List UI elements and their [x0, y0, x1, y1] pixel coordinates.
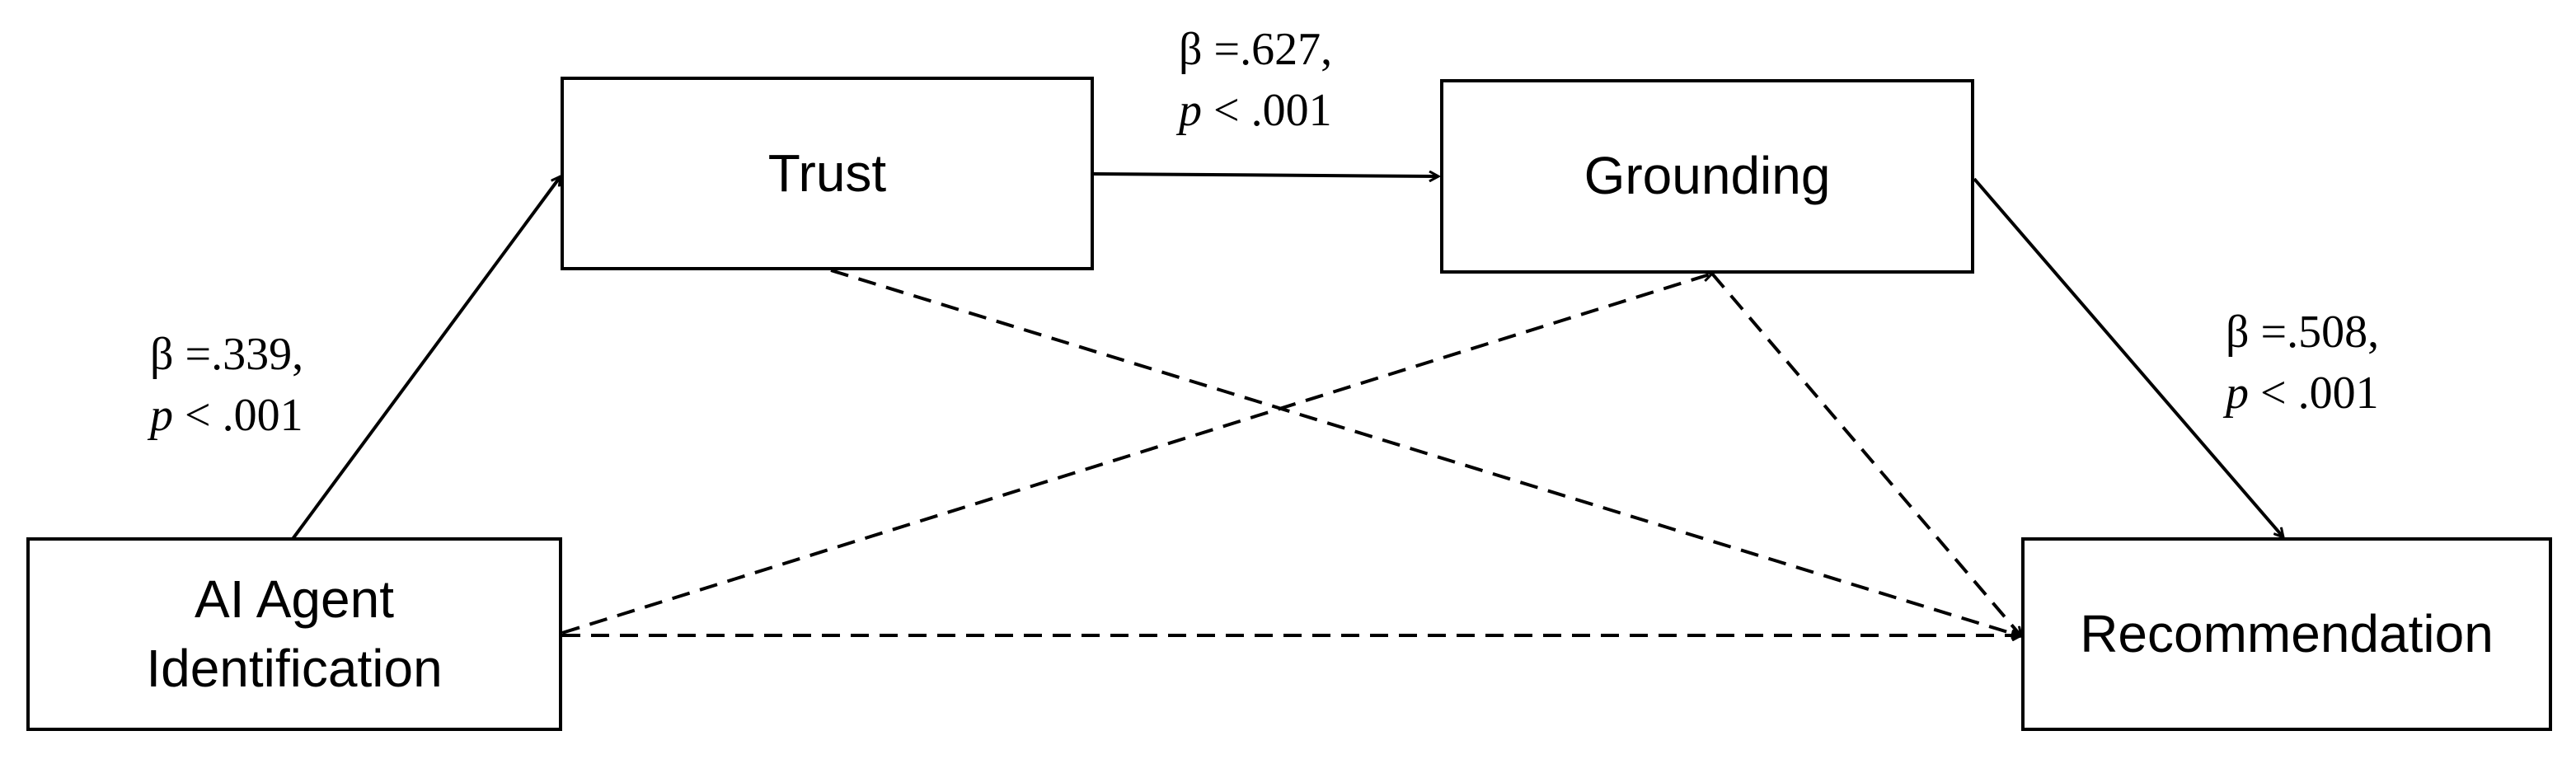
node-ai-agent-line2: Identification [146, 638, 443, 698]
stat-trust-to-grounding: β =.627, p < .001 [1179, 19, 1332, 142]
node-ai-agent-line1: AI Agent [195, 569, 394, 630]
stat-grounding-to-recommendation: β =.508, p < .001 [2226, 302, 2379, 424]
node-recommendation-label: Recommendation [2080, 603, 2494, 663]
node-trust-label: Trust [767, 143, 887, 203]
dashed-arrow-ai-to-grounding [561, 274, 1712, 635]
stat-grounding-to-recommendation-p: p < .001 [2226, 363, 2379, 424]
arrow-grounding-to-recommendation [1973, 177, 2283, 537]
stat-ai-to-trust: β =.339, p < .001 [150, 324, 303, 447]
node-trust: Trust [561, 77, 1094, 270]
node-grounding: Grounding [1440, 79, 1974, 274]
node-grounding-label: Grounding [1584, 146, 1831, 206]
p-symbol: p [1179, 85, 1202, 137]
node-recommendation: Recommendation [2021, 537, 2552, 731]
node-ai-agent-identification: AI Agent Identification [26, 537, 562, 731]
p-symbol: p [2226, 368, 2249, 419]
stat-ai-to-trust-p: p < .001 [150, 385, 303, 446]
stat-trust-to-grounding-beta: β =.627, [1179, 24, 1333, 75]
p-value: < .001 [2260, 368, 2379, 419]
p-symbol: p [150, 390, 173, 442]
p-value: < .001 [1213, 85, 1332, 137]
dashed-arrow-grounding-to-recommendation [1710, 272, 2021, 636]
arrow-trust-to-grounding [1093, 174, 1438, 176]
dashed-arrow-trust-to-recommendation [830, 269, 2021, 636]
stat-trust-to-grounding-p: p < .001 [1179, 80, 1332, 141]
p-value: < .001 [185, 390, 303, 442]
arrow-ai-to-trust [291, 176, 561, 541]
stat-ai-to-trust-beta: β =.339, [150, 329, 304, 380]
stat-grounding-to-recommendation-beta: β =.508, [2226, 307, 2380, 358]
